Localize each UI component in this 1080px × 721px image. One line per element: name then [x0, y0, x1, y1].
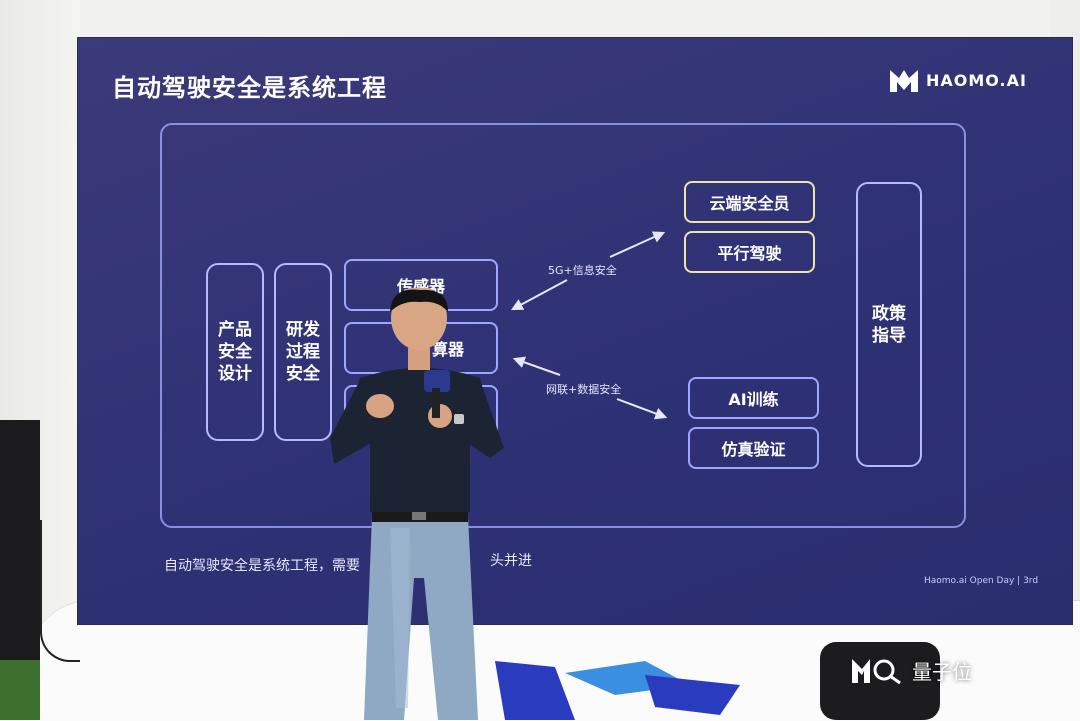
slide-caption: 自动驾驶安全是系统工程，需要 [164, 558, 360, 574]
watermark: 量子位 [850, 655, 972, 685]
stage-monitor [820, 642, 940, 720]
speaker-cabinet [0, 420, 40, 660]
arrow-label-5g: 5G+信息安全 [548, 264, 617, 277]
cable [40, 520, 80, 662]
cloud-safety-officer-box: 云端安全员 [684, 181, 815, 223]
floor-logo [495, 661, 740, 720]
product-safety-box: 产品安全设计 [206, 263, 264, 441]
ai-training-box: AI训练 [688, 377, 819, 419]
haomo-logo-icon [890, 70, 918, 92]
diagram-frame [160, 123, 966, 528]
haomo-logo: HAOMO.AI [888, 64, 1027, 96]
policy-guidance-box: 政策指导 [856, 182, 922, 467]
parallel-driving-box: 平行驾驶 [684, 231, 815, 273]
slide-title: 自动驾驶安全是系统工程 [112, 74, 387, 102]
logo-text: HAOMO.AI [926, 70, 1027, 90]
simulation-verification-box: 仿真验证 [688, 427, 819, 469]
rd-process-safety-box: 研发过程安全 [274, 263, 332, 441]
presenter [330, 288, 504, 720]
slide-caption-tail: 头并进 [490, 553, 532, 569]
slide-footer: Haomo.ai Open Day | 3rd [924, 576, 1039, 586]
diagram-arrows [510, 231, 668, 420]
arrow-label-network: 网联+数据安全 [546, 383, 622, 396]
watermark-logo-icon [852, 659, 901, 685]
watermark-text: 量子位 [912, 659, 972, 684]
